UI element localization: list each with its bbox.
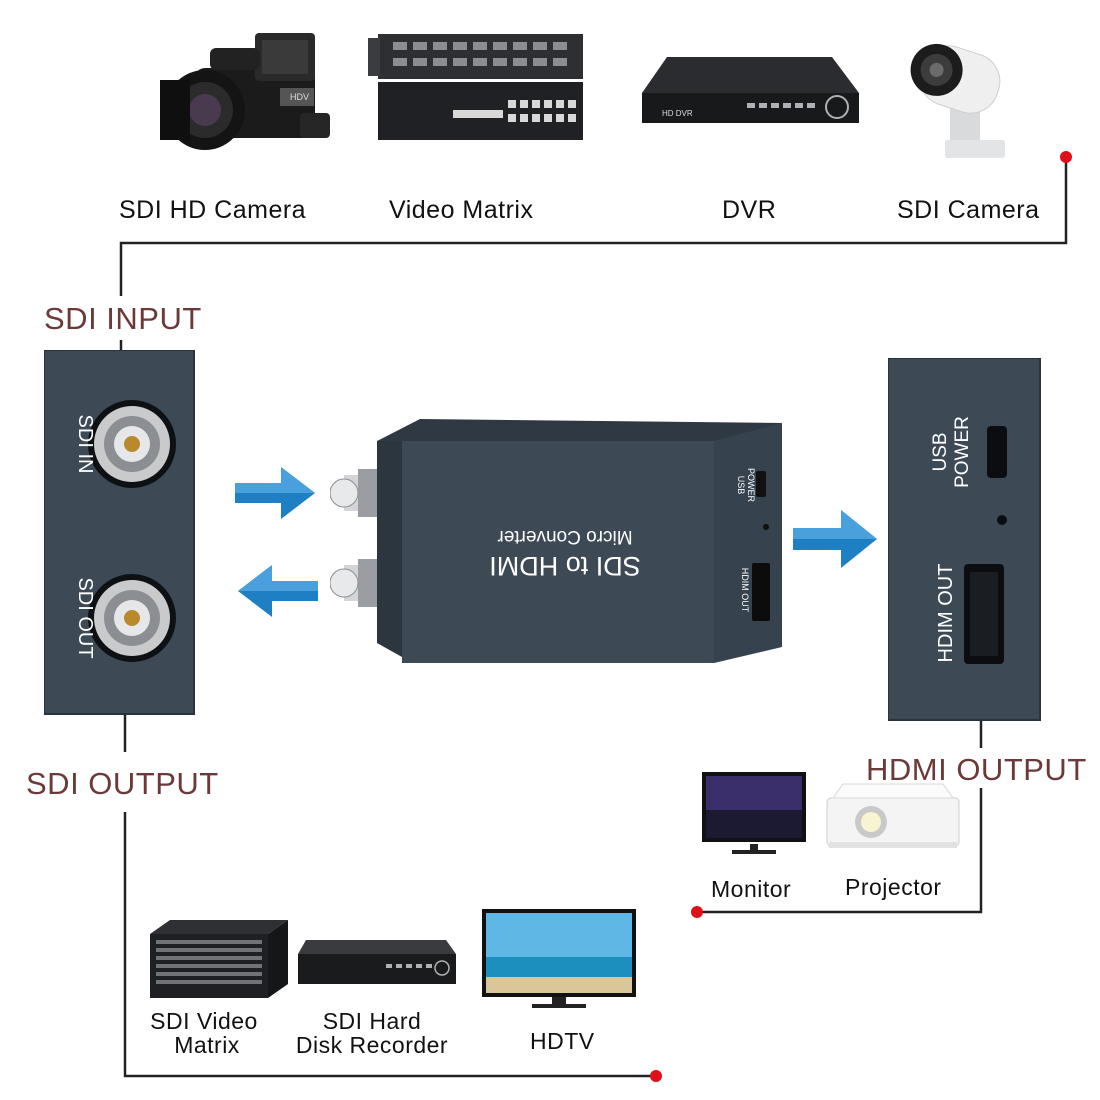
section-sdi-output: SDI OUTPUT bbox=[26, 766, 219, 802]
arrow-right-icon bbox=[793, 508, 879, 570]
projector-icon bbox=[823, 780, 963, 852]
dvr-icon: HD DVR bbox=[637, 55, 862, 130]
panel-sdi-in-text: SDI IN bbox=[74, 415, 96, 474]
hdmi-output-endpoint-dot bbox=[691, 906, 703, 918]
sdi-panel: SDI IN SDI OUT bbox=[44, 350, 199, 718]
label-dvr: DVR bbox=[722, 196, 776, 225]
device-title-text: SDI to HDMI bbox=[489, 551, 641, 581]
device-power-text: POWER bbox=[746, 468, 756, 503]
converter-device: SDI to HDMI Micro Converter USB POWER HD… bbox=[330, 415, 790, 675]
input-endpoint-dot bbox=[1060, 151, 1072, 163]
arrow-right-icon bbox=[235, 465, 317, 521]
device-subtitle-text: Micro Converter bbox=[497, 526, 633, 547]
hdmi-panel: USB POWER HDIM OUT bbox=[888, 358, 1043, 723]
label-projector: Projector bbox=[845, 874, 942, 901]
panel-power-text: POWER bbox=[952, 416, 973, 488]
panel-hdmi-out-text: HDIM OUT bbox=[935, 564, 957, 663]
label-sdi-video-matrix-1: SDI Video bbox=[144, 1008, 264, 1035]
security-camera-icon bbox=[900, 28, 1015, 163]
label-video-matrix: Video Matrix bbox=[389, 196, 534, 225]
hdtv-icon bbox=[480, 907, 638, 1012]
label-sdi-video-matrix-2: Matrix bbox=[144, 1032, 270, 1059]
sdi-in-connector-icon bbox=[88, 400, 176, 488]
rack-matrix-icon bbox=[150, 918, 290, 1000]
video-matrix-icon bbox=[368, 30, 593, 145]
arrow-left-icon bbox=[236, 563, 318, 619]
device-usb-text: USB bbox=[736, 476, 746, 495]
label-sdi-hard-disk-2: Disk Recorder bbox=[290, 1032, 454, 1059]
bnc-connector-icon bbox=[330, 469, 380, 517]
sdi-out-connector-icon bbox=[88, 574, 176, 662]
hard-disk-recorder-icon bbox=[296, 938, 458, 988]
sdi-output-endpoint-dot bbox=[650, 1070, 662, 1082]
label-monitor: Monitor bbox=[711, 876, 791, 903]
input-connector-line bbox=[121, 157, 1066, 296]
panel-sdi-out-text: SDI OUT bbox=[74, 577, 96, 658]
label-sdi-camera: SDI Camera bbox=[897, 196, 1040, 225]
bnc-connector-icon bbox=[330, 559, 380, 607]
monitor-icon bbox=[700, 770, 810, 856]
dvr-brand-text: HD DVR bbox=[662, 109, 693, 118]
label-sdi-hard-disk-1: SDI Hard bbox=[290, 1008, 454, 1035]
section-sdi-input: SDI INPUT bbox=[44, 301, 202, 337]
camcorder-icon: HDV bbox=[150, 18, 350, 168]
svg-text:HDV: HDV bbox=[290, 92, 309, 102]
device-hdmi-text: HDIM OUT bbox=[740, 568, 750, 613]
label-hdtv: HDTV bbox=[530, 1028, 595, 1055]
label-sdi-hd-camera: SDI HD Camera bbox=[119, 196, 306, 225]
panel-usb-text: USB bbox=[930, 432, 951, 471]
